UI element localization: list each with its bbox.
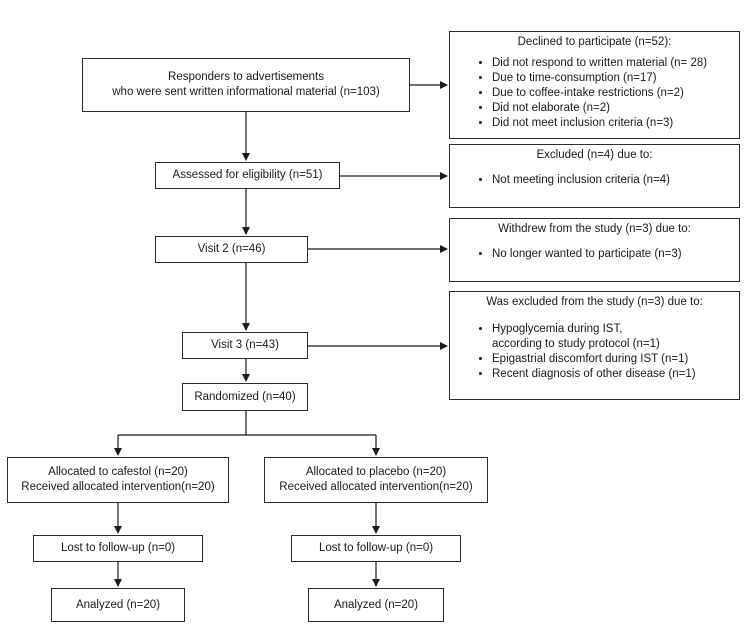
- cafestol-lost-box: Lost to follow-up (n=0): [33, 535, 203, 562]
- placebo-allocated-label: Allocated to placebo (n=20): [305, 466, 447, 478]
- assessed-label: Assessed for eligibility (n=51): [172, 169, 323, 181]
- list-item: Recent diagnosis of other disease (n=1): [492, 367, 733, 382]
- withdrew-title: Withdrew from the study (n=3) due to:: [498, 223, 691, 235]
- visit2-box: Visit 2 (n=46): [155, 236, 308, 263]
- list-item-line: according to study protocol (n=1): [492, 338, 660, 350]
- list-item: Did not respond to written material (n= …: [492, 56, 733, 71]
- cafestol-analyzed-label: Analyzed (n=20): [75, 598, 161, 611]
- was-excluded-box: Was excluded from the study (n=3) due to…: [449, 291, 740, 400]
- placebo-received-label: Received allocated intervention(n=20): [279, 481, 473, 493]
- visit3-box: Visit 3 (n=43): [182, 332, 308, 359]
- cafestol-allocation-box: Allocated to cafestol (n=20) Received al…: [7, 457, 229, 503]
- list-item: No longer wanted to participate (n=3): [492, 247, 733, 262]
- responders-line-2: who were sent written informational mate…: [112, 86, 380, 98]
- randomized-label: Randomized (n=40): [194, 390, 296, 403]
- excluded-box: Excluded (n=4) due to: Not meeting inclu…: [449, 144, 740, 208]
- was-excluded-list: Hypoglycemia during IST, according to st…: [456, 322, 733, 382]
- list-item-line: Hypoglycemia during IST,: [492, 323, 623, 335]
- responders-line-1: Responders to advertisements: [168, 71, 324, 83]
- list-item: Not meeting inclusion criteria (n=4): [492, 173, 733, 188]
- declined-box: Declined to participate (n=52): Did not …: [449, 31, 740, 139]
- declined-list: Did not respond to written material (n= …: [456, 56, 733, 131]
- was-excluded-title: Was excluded from the study (n=3) due to…: [486, 296, 703, 308]
- excluded-title: Excluded (n=4) due to:: [536, 149, 653, 161]
- placebo-lost-label: Lost to follow-up (n=0): [318, 542, 434, 554]
- placebo-analyzed-box: Analyzed (n=20): [308, 588, 444, 622]
- excluded-list: Not meeting inclusion criteria (n=4): [456, 173, 733, 188]
- cafestol-allocated-label: Allocated to cafestol (n=20): [48, 466, 188, 478]
- responders-box: Responders to advertisements who were se…: [82, 58, 410, 112]
- declined-title: Declined to participate (n=52):: [517, 36, 672, 48]
- list-item: Hypoglycemia during IST, according to st…: [492, 322, 733, 352]
- cafestol-lost-label: Lost to follow-up (n=0): [60, 542, 176, 554]
- list-item: Did not elaborate (n=2): [492, 101, 733, 116]
- placebo-analyzed-label: Analyzed (n=20): [333, 598, 419, 611]
- randomized-box: Randomized (n=40): [182, 383, 308, 411]
- assessed-box: Assessed for eligibility (n=51): [155, 162, 340, 189]
- visit3-label: Visit 3 (n=43): [211, 339, 279, 351]
- list-item: Due to time-consumption (n=17): [492, 71, 733, 86]
- list-item: Epigastrial discomfort during IST (n=1): [492, 352, 733, 367]
- list-item: Did not meet inclusion criteria (n=3): [492, 116, 733, 131]
- placebo-allocation-box: Allocated to placebo (n=20) Received all…: [264, 457, 488, 503]
- placebo-lost-box: Lost to follow-up (n=0): [291, 535, 461, 562]
- visit2-label: Visit 2 (n=46): [197, 243, 266, 255]
- withdrew-list: No longer wanted to participate (n=3): [456, 247, 733, 262]
- withdrew-box: Withdrew from the study (n=3) due to: No…: [449, 218, 740, 282]
- list-item: Due to coffee-intake restrictions (n=2): [492, 86, 733, 101]
- cafestol-analyzed-box: Analyzed (n=20): [51, 588, 185, 622]
- cafestol-received-label: Received allocated intervention(n=20): [21, 481, 215, 493]
